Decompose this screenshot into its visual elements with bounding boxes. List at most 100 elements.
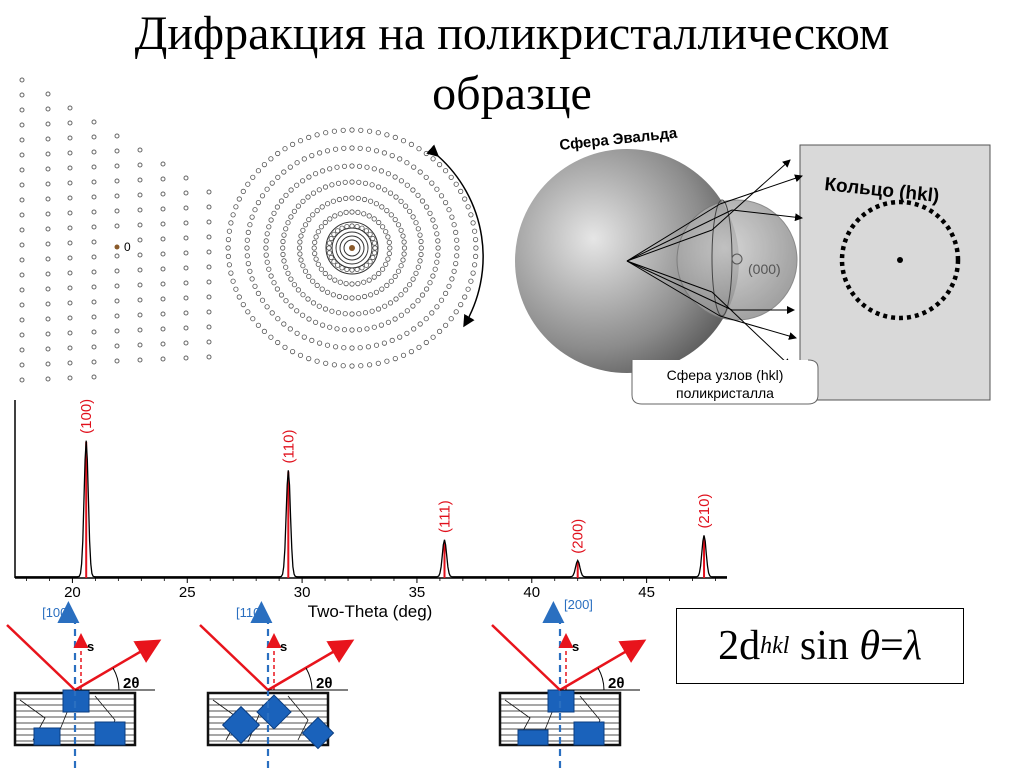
lattice-node [183, 310, 189, 316]
ring-node [288, 303, 294, 309]
ring-node [385, 171, 391, 177]
ring-node [393, 194, 399, 200]
lattice-node [137, 207, 143, 213]
ring-node [388, 278, 394, 284]
lattice-node [183, 340, 189, 346]
ring-node [302, 268, 309, 274]
lattice-node [114, 193, 120, 199]
ring-node [233, 204, 239, 210]
ring-node [417, 321, 423, 327]
formula-lambda: λ [903, 623, 922, 669]
ring-node [392, 273, 398, 279]
origin-label: (000) [748, 261, 781, 277]
ring-node [458, 188, 464, 194]
direction-label: [200] [564, 597, 593, 612]
ring-node [274, 204, 280, 210]
ring-node [245, 309, 251, 315]
x-axis-label: Two-Theta (deg) [308, 602, 433, 621]
ring-node [328, 254, 334, 261]
ring-node [275, 150, 281, 157]
ring-node [355, 195, 361, 201]
ring-node [349, 209, 355, 215]
lattice-node [67, 270, 73, 276]
peak-label: (111) [436, 500, 453, 533]
ring-node [366, 128, 373, 134]
lattice-node [206, 279, 212, 285]
ring-node [291, 208, 297, 214]
ring-node [388, 212, 394, 218]
grain-boundary [287, 695, 309, 741]
lattice-node [206, 354, 212, 360]
ring-node [349, 345, 355, 351]
lattice-node [114, 253, 120, 259]
ring-node [230, 278, 236, 284]
ring-node [385, 319, 391, 325]
ring-node [297, 138, 304, 144]
ring-node [282, 146, 288, 152]
ring-node [295, 203, 301, 209]
diffracted-beam [559, 639, 647, 692]
ring-node [337, 211, 343, 217]
lattice-node [67, 195, 73, 201]
ring-node [472, 253, 479, 259]
diffracted-beam [74, 639, 162, 692]
ring-node [314, 132, 320, 138]
lattice-node [91, 374, 97, 380]
ring-node [341, 163, 348, 169]
ring-node [306, 217, 312, 223]
ring-node [278, 292, 285, 298]
ring-node [417, 232, 423, 238]
ring-node [417, 258, 423, 264]
ring-node [261, 328, 267, 334]
ring-node [261, 162, 267, 168]
ring-node [423, 174, 429, 180]
ring-node [371, 250, 378, 256]
ring-node [473, 245, 479, 251]
lattice-node [45, 331, 51, 337]
ring-node [349, 281, 355, 287]
ring-node [410, 276, 416, 282]
ring-node [247, 222, 253, 228]
ring-node [404, 308, 410, 314]
ring-node [315, 261, 321, 267]
crystallite [33, 727, 61, 746]
lattice-node [183, 280, 189, 286]
ring-node [371, 166, 377, 172]
formula-theta: θ [859, 623, 881, 669]
ring-node [314, 358, 320, 364]
ring-node [275, 174, 281, 180]
ring-node [342, 179, 348, 185]
ring-node [423, 316, 429, 322]
lattice-node [19, 77, 25, 83]
ring-node [310, 190, 317, 196]
lattice-node [114, 178, 120, 184]
ring-node [312, 251, 318, 257]
lattice-node [114, 223, 120, 229]
ring-node [454, 245, 460, 251]
ring-node [442, 322, 449, 328]
ring-node [315, 229, 321, 235]
ring-node [299, 312, 306, 318]
ring-node [430, 217, 436, 223]
lattice-node [19, 332, 25, 338]
ring-node [370, 235, 376, 242]
lattice-node [183, 325, 189, 331]
ring-node [468, 212, 474, 218]
ring-node [289, 348, 296, 355]
ring-node [470, 220, 476, 226]
lattice-node [19, 347, 25, 353]
ring-node [453, 229, 459, 235]
ring-node [398, 312, 404, 318]
ring-node [250, 316, 256, 322]
ring-node [302, 222, 309, 228]
ring-node [319, 168, 326, 174]
ring-node [340, 127, 346, 133]
ring-node [334, 262, 341, 268]
ring-node [280, 245, 286, 251]
lattice-node [183, 235, 189, 241]
lattice-node [137, 222, 143, 228]
lattice-origin-label: 0 [124, 240, 131, 254]
ring-node [334, 326, 340, 332]
ring-node [316, 187, 322, 193]
crystallite [94, 721, 126, 746]
